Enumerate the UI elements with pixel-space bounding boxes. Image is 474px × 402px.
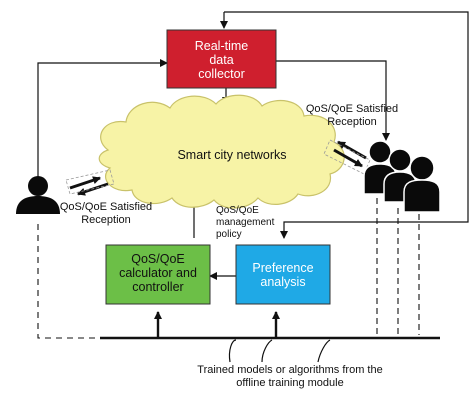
calculator-box [105,244,211,305]
annotation-reception-right: QoS/QoE Satisfied Reception [306,103,398,128]
collector-node: Real-time data collector [166,29,277,89]
policy-line-3: policy [216,229,242,240]
signal-arrows-icon [65,169,115,196]
trained-arrow-1 [228,339,237,363]
collector-box [166,29,277,89]
preference-box [235,244,331,305]
collector-label-line-2: data [209,53,233,67]
calculator-node: QoS/QoE calculator and controller [105,244,211,305]
calculator-label-line-2: calculator and [119,266,197,280]
smart-city-cloud: Smart city networks [98,94,345,209]
cloud-label: Smart city networks [177,148,286,162]
trained-arrow-3 [317,339,331,363]
reception-right-line-1: QoS/QoE Satisfied [306,103,398,115]
preference-node: Preference analysis [235,244,331,305]
collector-label-line-3: collector [198,67,245,81]
preference-label-line-2: analysis [260,275,305,289]
single-user-icon [16,176,60,214]
trained-arrow-2 [261,339,273,363]
preference-label-line-1: Preference [252,261,313,275]
reception-left-line-2: Reception [81,214,131,226]
annotation-reception-left: QoS/QoE Satisfied Reception [60,201,152,226]
dashed-user-to-bar [37,224,100,339]
connector-right-frame-to-collector [224,11,469,239]
connector-user-to-collector [37,59,168,180]
policy-line-1: QoS/QoE [216,205,259,216]
user-group-icon [363,140,441,213]
calculator-label-line-3: controller [132,280,183,294]
cloud-shape [98,94,345,209]
connectors [37,11,469,363]
connector-collector-to-group [276,60,390,141]
reception-right-line-2: Reception [327,116,377,128]
calculator-label-line-1: QoS/QoE [131,252,185,266]
collector-label-line-1: Real-time [195,39,249,53]
annotation-policy: QoS/QoE management policy [216,205,275,240]
reception-left-line-1: QoS/QoE Satisfied [60,201,152,213]
trained-line-2: offline training module [236,377,343,389]
trained-line-1: Trained models or algorithms from the [197,364,382,376]
policy-line-2: management [216,217,275,228]
signal-arrows-icon-right [323,139,371,175]
annotation-trained: Trained models or algorithms from the of… [197,364,382,389]
